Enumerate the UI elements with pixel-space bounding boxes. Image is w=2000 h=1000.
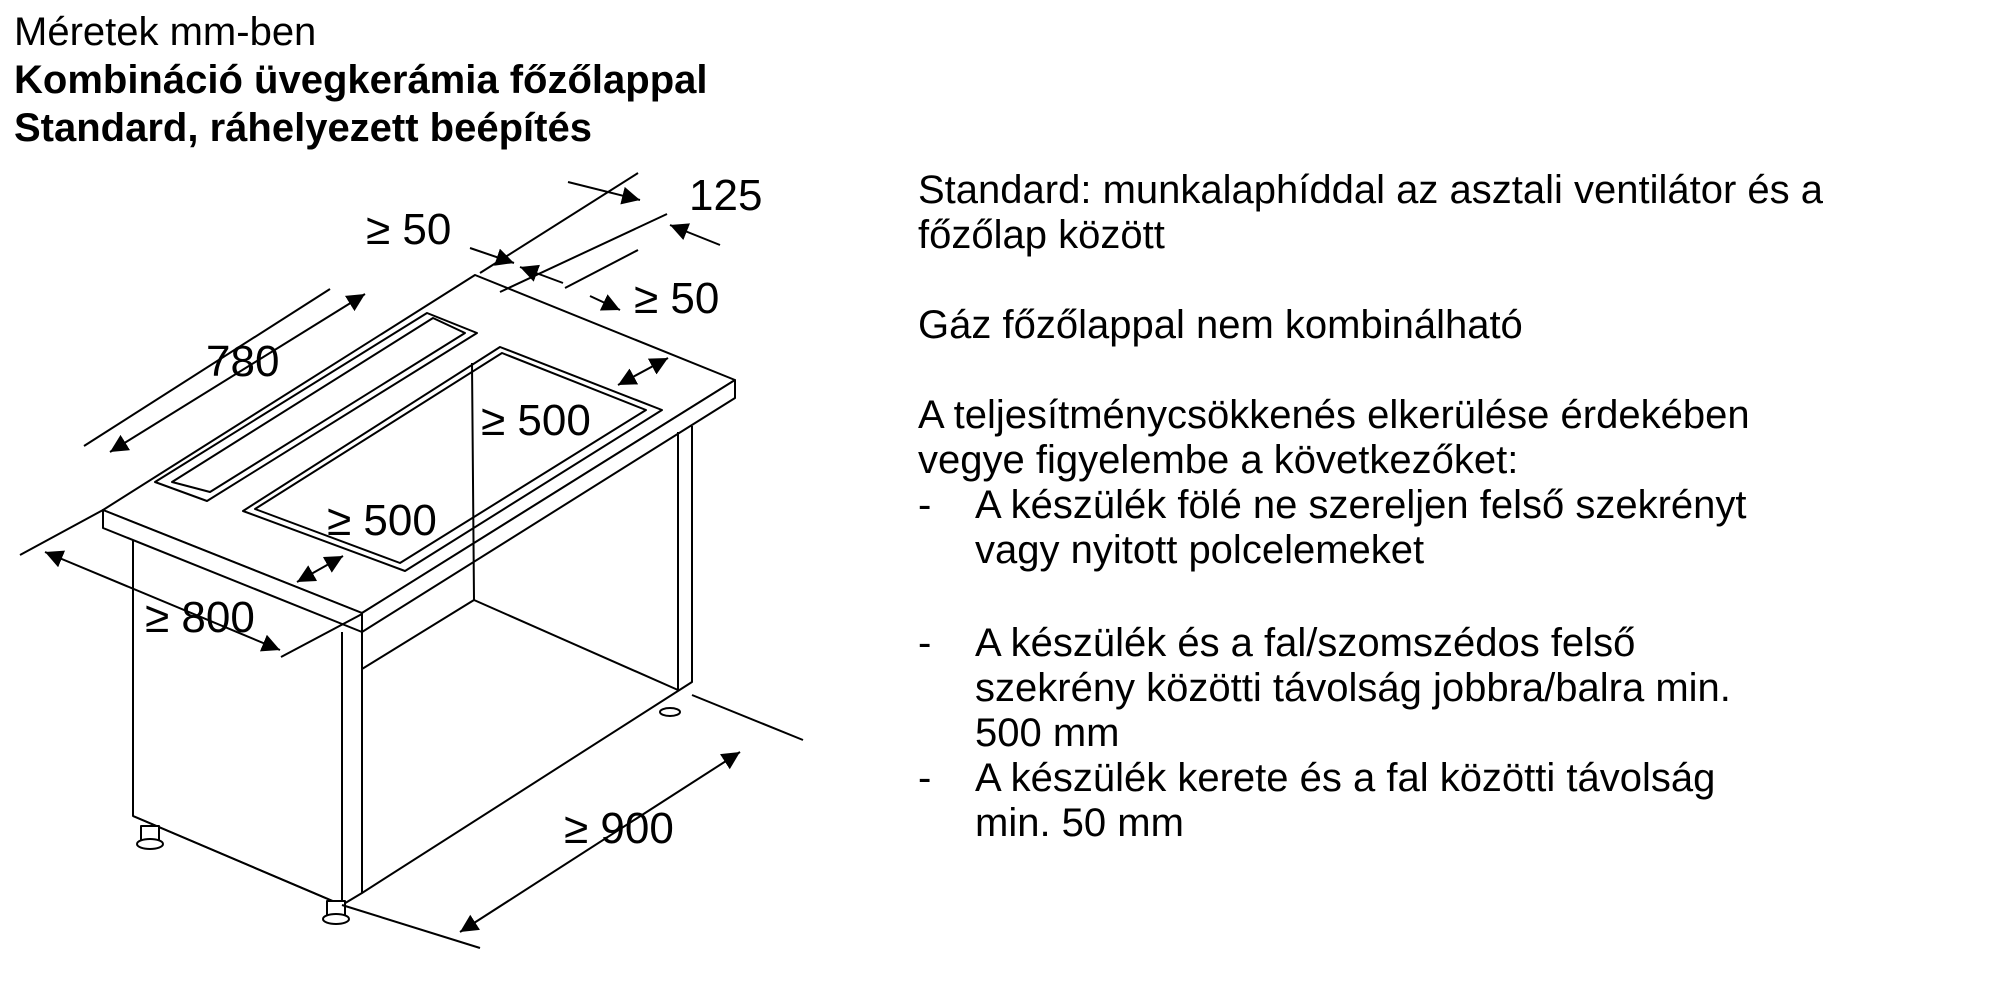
dim-label-900: ≥ 900	[564, 804, 674, 853]
bullet-line: min. 50 mm	[975, 801, 1184, 845]
dim-line-900	[459, 751, 741, 933]
dim-label-50-right: ≥ 50	[634, 274, 719, 323]
bullet-item: - A készülék és a fal/szomszédos felső s…	[918, 621, 1988, 756]
installation-title: Standard, ráhelyezett beépítés	[14, 106, 592, 150]
header: Méretek mm-ben Kombináció üvegkerámia fő…	[14, 8, 708, 152]
dim-line-500-width	[296, 555, 344, 583]
worktop-right-edge	[361, 379, 736, 633]
bullet-line: A készülék kerete és a fal közötti távol…	[975, 756, 1716, 800]
dim-line-125-a	[567, 181, 641, 205]
gas-note: Gáz főzőlappal nem kombinálható	[918, 303, 1988, 348]
standard-note-line-2: főzőlap között	[918, 213, 1165, 257]
bullet-line: vagy nyitott polcelemeket	[975, 528, 1425, 572]
installation-notes: Standard: munkalaphíddal az asztali vent…	[918, 168, 1988, 846]
bullet-item: - A készülék kerete és a fal közötti táv…	[918, 756, 1988, 846]
bullet-item: - A készülék fölé ne szereljen felső sze…	[918, 483, 1988, 573]
gas-note-line: Gáz főzőlappal nem kombinálható	[918, 303, 1523, 347]
bullet-line: 500 mm	[975, 711, 1120, 755]
dim-line-780	[109, 293, 366, 453]
dim-line-800	[44, 550, 281, 652]
standard-note: Standard: munkalaphíddal az asztali vent…	[918, 168, 1988, 258]
bullet-line: A készülék és a fal/szomszédos felső	[975, 621, 1636, 665]
dim-label-125: 125	[689, 171, 762, 220]
dim-label-800: ≥ 800	[145, 593, 255, 642]
units-caption: Méretek mm-ben	[14, 10, 317, 54]
dim-label-50-top: ≥ 50	[366, 205, 451, 254]
dim-label-780: 780	[206, 337, 279, 386]
dim-label-500-depth: ≥ 500	[481, 396, 591, 445]
bullet-dash: -	[918, 483, 932, 527]
performance-intro-line-1: A teljesítménycsökkenés elkerülése érdek…	[918, 393, 1750, 437]
combination-title: Kombináció üvegkerámia főzőlappal	[14, 58, 708, 102]
dim-label-500-width: ≥ 500	[327, 496, 437, 545]
dim-line-500-depth	[617, 357, 669, 386]
bullet-line: A készülék fölé ne szereljen felső szekr…	[975, 483, 1747, 527]
bullet-dash: -	[918, 756, 932, 800]
bullet-line: szekrény közötti távolság jobbra/balra m…	[975, 666, 1731, 710]
bullet-dash: -	[918, 621, 932, 665]
dim-line-50-top	[469, 247, 515, 266]
cabinet-diagram: 125 ≥ 50 ≥ 50 780 ≥ 500 ≥ 500 ≥ 800 ≥ 90…	[19, 171, 804, 949]
hob-cutout	[242, 346, 663, 572]
performance-intro-line-2: vegye figyelembe a következőket:	[918, 438, 1519, 482]
dim-line-125-b	[669, 223, 721, 246]
performance-note: A teljesítménycsökkenés elkerülése érdek…	[918, 393, 1988, 846]
standard-note-line-1: Standard: munkalaphíddal az asztali vent…	[918, 168, 1823, 212]
dim-line-50-right	[589, 294, 621, 311]
